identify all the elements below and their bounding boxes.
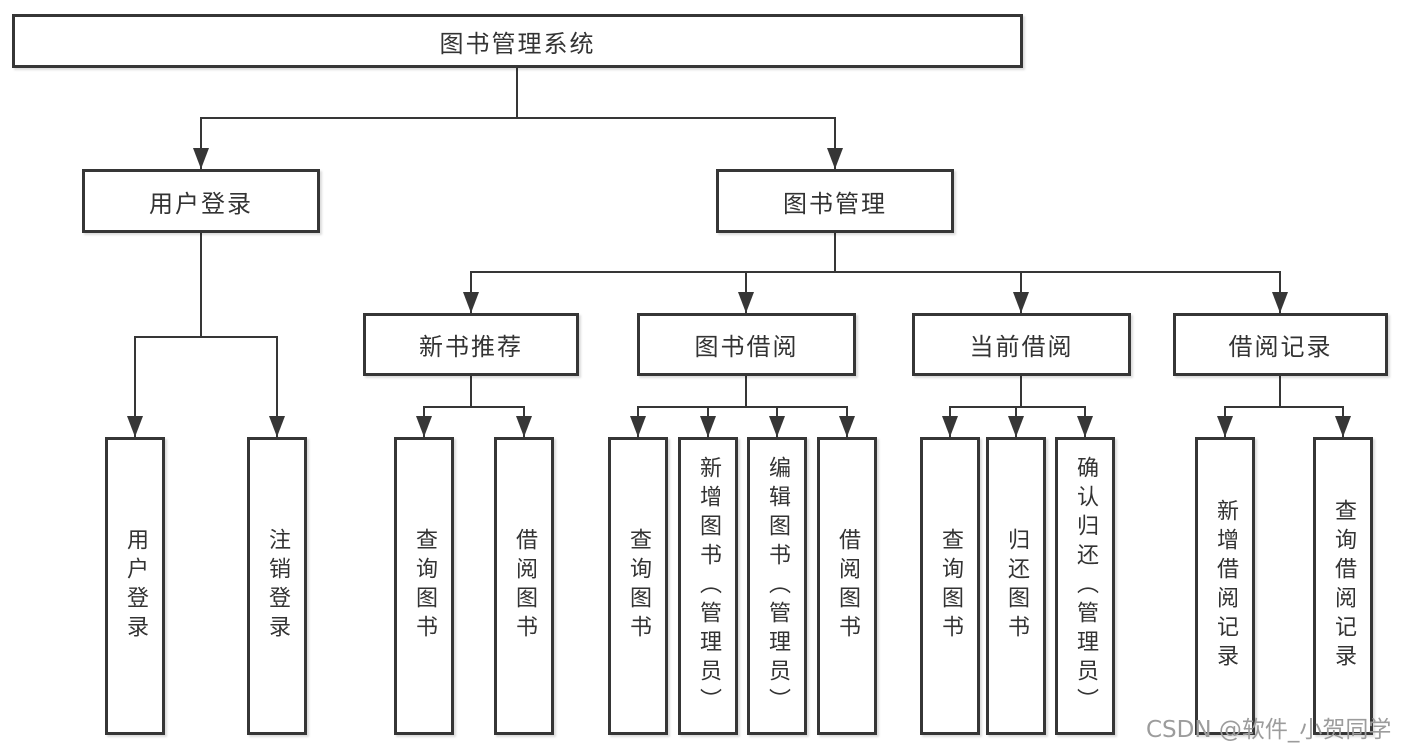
connector-line: [1224, 406, 1344, 408]
arrowhead-down: [463, 292, 479, 313]
leaf-borrow-books-recommend: 借阅图书: [494, 437, 554, 735]
connector-line: [1020, 376, 1022, 407]
arrowhead-down: [1077, 416, 1093, 437]
leaf-edit-book-admin: 编辑图书（管理员）: [747, 437, 807, 735]
leaf-add-book-admin: 新增图书（管理员）: [678, 437, 738, 735]
arrowhead-down: [193, 148, 209, 169]
node-label: 新增借阅记录: [1213, 499, 1238, 673]
leaf-confirm-return-admin: 确认归还（管理员）: [1055, 437, 1115, 735]
arrowhead-down: [839, 416, 855, 437]
arrowhead-down: [1013, 292, 1029, 313]
node-book-management: 图书管理: [716, 169, 954, 233]
node-label: 新书推荐: [419, 333, 523, 361]
node-new-book-recommend: 新书推荐: [363, 313, 579, 376]
connector-line: [470, 271, 1281, 273]
node-label: 用户登录: [149, 189, 253, 218]
node-label: 新增图书（管理员）: [696, 455, 721, 717]
leaf-query-books-recommend: 查询图书: [394, 437, 454, 735]
node-label: 图书管理: [783, 189, 887, 218]
connector-line: [134, 337, 136, 437]
node-user-login: 用户登录: [82, 169, 320, 233]
connector-line: [200, 118, 202, 169]
connector-line: [834, 233, 836, 272]
connector-line: [834, 118, 836, 169]
connector-line: [276, 337, 278, 437]
leaf-return-book: 归还图书: [986, 437, 1046, 735]
arrowhead-down: [269, 416, 285, 437]
connector-line: [516, 68, 518, 118]
leaf-query-books-borrowing: 查询图书: [608, 437, 668, 735]
node-book-borrowing: 图书借阅: [637, 313, 856, 376]
node-label: 查询图书: [626, 528, 651, 644]
arrowhead-down: [942, 416, 958, 437]
arrowhead-down: [630, 416, 646, 437]
connector-line: [637, 406, 848, 408]
leaf-query-borrow-record: 查询借阅记录: [1313, 437, 1373, 735]
node-label: 确认归还（管理员）: [1073, 455, 1098, 717]
node-borrowing-records: 借阅记录: [1173, 313, 1388, 376]
leaf-query-books-current: 查询图书: [920, 437, 980, 735]
arrowhead-down: [127, 416, 143, 437]
arrowhead-down: [827, 148, 843, 169]
node-library-system: 图书管理系统: [12, 14, 1023, 68]
arrowhead-down: [516, 416, 532, 437]
leaf-user-login: 用户登录: [105, 437, 165, 735]
leaf-logout: 注销登录: [247, 437, 307, 735]
node-label: 注销登录: [265, 528, 290, 644]
arrowhead-down: [1335, 416, 1351, 437]
connector-line: [423, 406, 525, 408]
connector-line: [745, 376, 747, 407]
node-label: 图书管理系统: [439, 29, 596, 58]
connector-line: [200, 117, 836, 119]
node-label: 查询借阅记录: [1331, 499, 1356, 673]
connector-line: [1279, 376, 1281, 407]
connector-line: [134, 336, 278, 338]
node-label: 查询图书: [412, 528, 437, 644]
node-label: 图书借阅: [694, 333, 799, 361]
node-label: 用户登录: [123, 528, 148, 644]
node-label: 当前借阅: [969, 333, 1074, 361]
node-label: 借阅图书: [512, 528, 537, 644]
node-label: 借阅图书: [835, 528, 860, 644]
arrowhead-down: [1272, 292, 1288, 313]
arrowhead-down: [416, 416, 432, 437]
arrowhead-down: [738, 292, 754, 313]
node-label: 编辑图书（管理员）: [765, 455, 790, 717]
connector-line: [470, 376, 472, 407]
node-current-borrowing: 当前借阅: [912, 313, 1131, 376]
arrowhead-down: [700, 416, 716, 437]
arrowhead-down: [769, 416, 785, 437]
node-label: 查询图书: [938, 528, 963, 644]
node-label: 借阅记录: [1228, 333, 1333, 361]
connector-line: [949, 406, 1086, 408]
connector-line: [200, 233, 202, 337]
node-label: 归还图书: [1004, 528, 1029, 644]
arrowhead-down: [1008, 416, 1024, 437]
watermark: CSDN @软件_小贺同学: [1146, 717, 1392, 743]
leaf-add-borrow-record: 新增借阅记录: [1195, 437, 1255, 735]
arrowhead-down: [1217, 416, 1233, 437]
leaf-borrow-books-borrowing: 借阅图书: [817, 437, 877, 735]
